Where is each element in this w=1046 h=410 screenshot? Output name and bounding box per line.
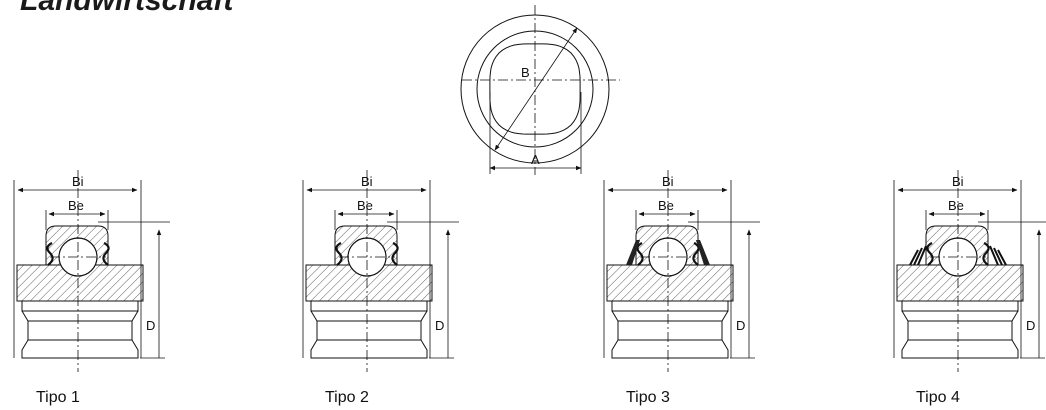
triple-lip-left xyxy=(909,245,927,266)
label-be: Be xyxy=(357,198,373,213)
housing-step-upper xyxy=(310,300,428,312)
housing-groove-sides xyxy=(907,321,1013,340)
caption-tipo-4: Tipo 4 xyxy=(916,389,960,406)
seal-lip-left xyxy=(636,242,644,266)
seal xyxy=(626,240,710,266)
label-a: A xyxy=(531,152,540,167)
seal xyxy=(46,242,110,266)
seal-lip-right xyxy=(982,242,990,266)
label-be: Be xyxy=(658,198,674,213)
label-be: Be xyxy=(948,198,964,213)
bearing-body xyxy=(603,170,760,372)
caption-tipo-2: Tipo 2 xyxy=(325,389,369,406)
bearing-body xyxy=(302,170,459,372)
label-be: Be xyxy=(68,198,84,213)
caption-tipo-3: Tipo 3 xyxy=(626,389,670,406)
triple-lip-right xyxy=(989,245,1007,266)
flinger-left xyxy=(626,240,640,265)
housing-base xyxy=(611,339,729,359)
bearing-tipo-4: Bi Be D Tipo 4 xyxy=(893,170,1046,406)
housing-groove xyxy=(21,310,139,322)
bearing-body xyxy=(893,170,1046,372)
diameter-b-arrow xyxy=(494,27,578,151)
label-bi: Bi xyxy=(952,174,964,189)
top-view: B A xyxy=(460,5,620,175)
page-title: Landwirtschaft xyxy=(20,0,234,17)
seal xyxy=(909,242,1007,266)
housing-step-upper xyxy=(611,300,729,312)
housing-base xyxy=(310,339,428,359)
housing-groove-sides xyxy=(617,321,723,340)
label-d: D xyxy=(1026,318,1035,333)
housing-base xyxy=(901,339,1019,359)
housing-step-upper xyxy=(21,300,139,312)
seal-lip-right xyxy=(391,242,399,266)
bearing-tipo-3: Bi Be D Tipo 3 xyxy=(603,170,760,406)
label-b: B xyxy=(521,65,530,80)
housing-groove xyxy=(611,310,729,322)
seal-lip-left xyxy=(926,242,934,266)
label-bi: Bi xyxy=(72,174,84,189)
label-d: D xyxy=(146,318,155,333)
bearing-tipo-1: Bi Be D Tipo 1 xyxy=(13,170,170,406)
label-d: D xyxy=(736,318,745,333)
caption-tipo-1: Tipo 1 xyxy=(36,389,80,406)
label-bi: Bi xyxy=(662,174,674,189)
housing-groove-sides xyxy=(316,321,422,340)
housing-base xyxy=(21,339,139,359)
seal-lip-left xyxy=(46,242,54,266)
bearing-tipo-2: Bi Be D Tipo 2 xyxy=(302,170,459,406)
label-d: D xyxy=(435,318,444,333)
seal-lip-left xyxy=(335,242,343,266)
seal-lip-right xyxy=(692,242,700,266)
housing-groove xyxy=(310,310,428,322)
housing-groove xyxy=(901,310,1019,322)
seal xyxy=(335,242,399,266)
label-bi: Bi xyxy=(361,174,373,189)
housing-step-upper xyxy=(901,300,1019,312)
seal-lip-right xyxy=(102,242,110,266)
housing-groove-sides xyxy=(27,321,133,340)
flinger-right xyxy=(696,240,710,265)
bearing-body xyxy=(13,170,170,372)
